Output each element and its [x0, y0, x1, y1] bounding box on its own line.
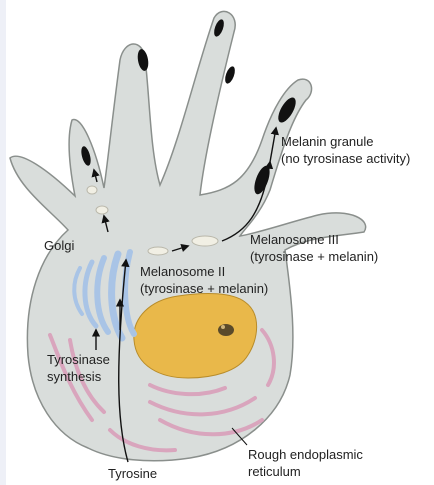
label-melanosome-iii-note: (tyrosinase + melanin)	[250, 249, 378, 264]
label-rer-2: reticulum	[248, 464, 301, 479]
label-tyrosinase-synthesis-2: synthesis	[47, 369, 102, 384]
label-melanosome-ii-note: (tyrosinase + melanin)	[140, 281, 268, 296]
melanosome	[87, 186, 97, 194]
nucleus	[134, 294, 257, 378]
melanosome	[96, 206, 108, 214]
label-melanosome-ii: Melanosome II	[140, 264, 225, 279]
label-melanin-granule: Melanin granule	[281, 134, 374, 149]
melanosome	[148, 247, 168, 255]
nucleolus	[218, 324, 234, 336]
label-golgi: Golgi	[44, 238, 74, 253]
label-tyrosinase-synthesis-1: Tyrosinase	[47, 352, 110, 367]
label-tyrosine: Tyrosine	[108, 466, 157, 481]
melanosome	[192, 236, 218, 246]
left-background-band	[0, 0, 6, 485]
nucleolus-highlight	[221, 325, 225, 329]
label-melanosome-iii: Melanosome III	[250, 232, 339, 247]
label-rer-1: Rough endoplasmic	[248, 447, 363, 462]
label-melanin-granule-note: (no tyrosinase activity)	[281, 151, 410, 166]
